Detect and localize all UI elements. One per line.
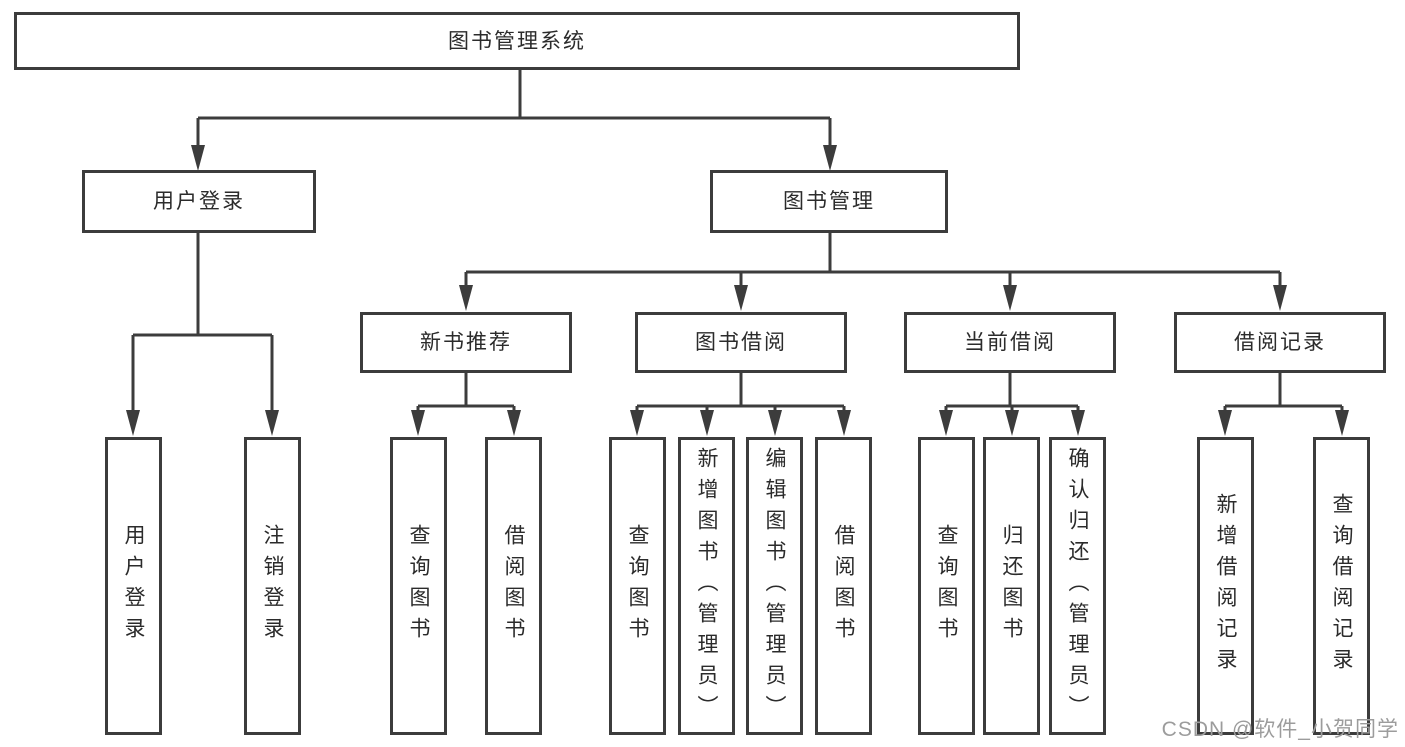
node-current-borrow: 当前借阅 (904, 312, 1116, 373)
node-query-books-borrow: 查询图书 (609, 437, 666, 735)
node-query-books-current: 查询图书 (918, 437, 975, 735)
csdn-watermark: CSDN @软件_小贺同学 (1161, 718, 1399, 741)
node-label: 新增借阅记录 (1214, 493, 1237, 679)
node-label: 查询图书 (626, 524, 649, 648)
node-label: 查询图书 (407, 524, 430, 648)
node-edit-book-admin: 编辑图书（管理员） (746, 437, 803, 735)
node-label: 新增图书（管理员） (695, 446, 718, 726)
node-return-books: 归还图书 (983, 437, 1040, 735)
node-label: 图书管理系统 (448, 29, 586, 53)
node-label: 注销登录 (261, 524, 284, 648)
node-book-borrow: 图书借阅 (635, 312, 847, 373)
node-label: 用户登录 (122, 524, 145, 648)
node-new-book-recommend: 新书推荐 (360, 312, 572, 373)
node-query-books-recommend: 查询图书 (390, 437, 447, 735)
node-label: 借阅图书 (832, 524, 855, 648)
node-root-system: 图书管理系统 (14, 12, 1020, 70)
node-label: 确认归还（管理员） (1066, 446, 1089, 726)
node-user-login: 用户登录 (105, 437, 162, 735)
node-query-borrow-record: 查询借阅记录 (1313, 437, 1370, 735)
node-label: 新书推荐 (420, 331, 512, 354)
node-book-management: 图书管理 (710, 170, 948, 233)
node-label: 归还图书 (1000, 524, 1023, 648)
node-user-login-branch: 用户登录 (82, 170, 316, 233)
node-logout: 注销登录 (244, 437, 301, 735)
node-label: 查询图书 (935, 524, 958, 648)
node-label: 查询借阅记录 (1330, 493, 1353, 679)
node-add-book-admin: 新增图书（管理员） (678, 437, 735, 735)
node-borrow-records: 借阅记录 (1174, 312, 1386, 373)
node-label: 借阅图书 (502, 524, 525, 648)
node-label: 借阅记录 (1234, 331, 1326, 354)
node-borrow-books-recommend: 借阅图书 (485, 437, 542, 735)
node-label: 编辑图书（管理员） (763, 446, 786, 726)
node-label: 当前借阅 (964, 331, 1056, 354)
node-confirm-return-admin: 确认归还（管理员） (1049, 437, 1106, 735)
node-add-borrow-record: 新增借阅记录 (1197, 437, 1254, 735)
node-borrow-books: 借阅图书 (815, 437, 872, 735)
node-label: 用户登录 (153, 190, 245, 213)
node-label: 图书借阅 (695, 331, 787, 354)
node-label: 图书管理 (783, 190, 875, 213)
